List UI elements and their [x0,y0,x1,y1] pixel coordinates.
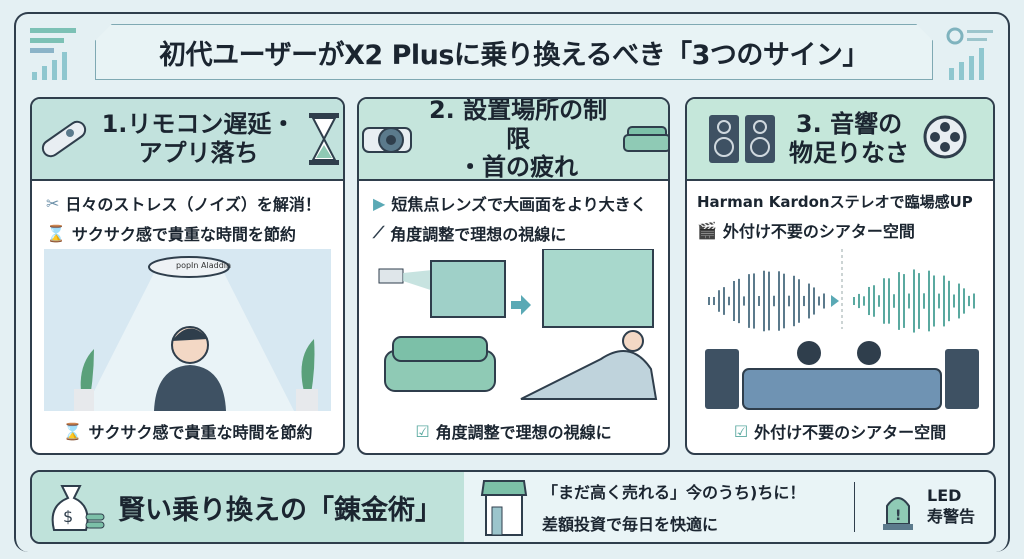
panel-heading: 2. 設置場所の制限 ・首の疲れ [428,97,608,182]
device-label: popIn Aladdin [176,261,232,270]
panel-line: 角度調整で理想の視線に [390,225,567,244]
hourglass-icon: ⌛ [46,223,66,243]
svg-text:$: $ [63,507,73,526]
led-warning-label: LED 寿警告 [927,486,976,526]
gauge-decoration-icon [946,27,993,80]
sound-wave-illustration [699,249,981,411]
projector-sofa-illustration [371,248,658,411]
film-reel-icon [923,115,967,159]
checkbox-icon: ☑ [415,421,430,441]
checkbox-icon: ☑ [733,421,749,441]
title-banner: 初代ユーザーがX2 Plusに乗り換えるべき「3つのサイン」 [95,24,933,80]
hourglass-icon [309,113,340,165]
chart-decoration-icon [30,28,76,80]
money-bag-icon: $ [51,485,105,531]
bottom-line: 「まだ高く売れる」今のうち)ちに！ [542,483,806,502]
clapperboard-icon: 🎬 [697,220,717,240]
sofa-icon [623,126,668,152]
bottom-title: 賢い乗り換えの「錬金術」 [118,494,442,526]
panel-line: 外付け不要のシアター空間 [722,222,915,241]
panel-footer: 角度調整で理想の視線に [435,423,612,442]
panel-remote-lag: 1.リモコン遅延・ アプリ落ち ✂ 日々のストレス（ノイズ）を解消！ ⌛ サクサク感… [30,97,345,455]
panel-heading: 3. 音響の 物足りなさ [789,110,909,167]
play-arrow-icon: ▶ [373,193,386,213]
page-title: 初代ユーザーがX2 Plusに乗り換えるべき「3つのサイン」 [159,39,869,71]
panel-footer: 外付け不要のシアター空間 [754,423,947,442]
frustrated-user-illustration: popIn Aladdin [44,249,331,411]
panel-line: 短焦点レンズで大画面をより大きく [391,195,647,214]
hourglass-icon: ⌛ [62,421,83,441]
speakers-icon [709,115,775,163]
bottom-banner: $ 賢い乗り換えの「錬金術」 「まだ高く売れる」今のうち)ちに！ 差額投資で毎日… [30,470,996,544]
bottom-line: 差額投資で毎日を快適に [542,515,719,534]
panel-line: Harman Kardonステレオで臨場感UP [697,193,973,211]
remote-control-icon [41,120,86,158]
svg-text:!: ! [895,508,901,524]
warning-light-icon: ! [883,497,913,530]
panel-footer: サクサク感で貴重な時間を節約 [88,423,313,442]
store-icon [480,480,528,536]
panel-audio: 3. 音響の 物足りなさ Harman Kardonステレオで臨場感UP 🎬 外付… [685,97,995,455]
angle-icon: ⟋ [373,223,385,242]
panel-line: 日々のストレス（ノイズ）を解消！ [65,195,321,214]
panel-heading: 1.リモコン遅延・ アプリ落ち [101,110,296,167]
panel-installation: 2. 設置場所の制限 ・首の疲れ ▶ 短焦点レンズで大画面をより大きく ⟋ 角度調整… [357,97,670,455]
outer-frame [14,12,1010,552]
projector-icon [362,127,412,153]
panel-line: サクサク感で貴重な時間を節約 [71,225,296,244]
tools-icon: ✂ [46,193,60,213]
